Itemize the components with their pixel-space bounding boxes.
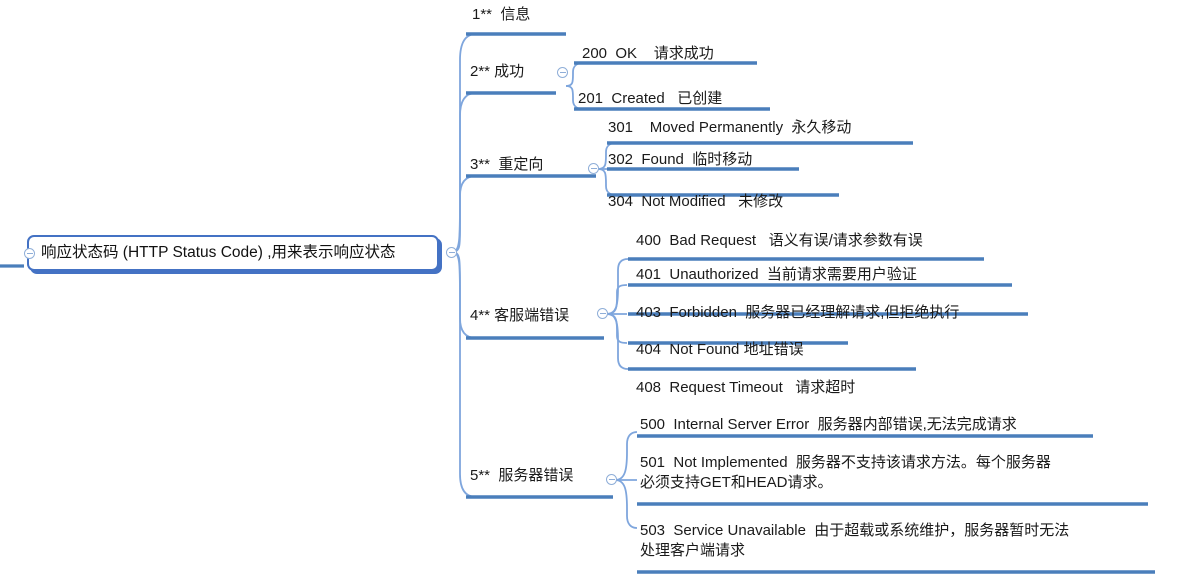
fan-5xx-c [614,479,638,529]
leaf-200[interactable]: 200 OK 请求成功 [582,45,714,62]
branch-label-1xx[interactable]: 1** 信息 [472,6,531,23]
leaf-404[interactable]: 404 Not Found 地址错误 [636,341,804,358]
collapse-toggle-root-right[interactable] [446,247,457,258]
trunk-to-3xx [451,175,477,253]
fan-4xx-d [606,313,628,344]
branch-label-3xx[interactable]: 3** 重定向 [470,156,544,173]
root-node-label: 响应状态码 (HTTP Status Code) ,用来表示响应状态 [41,244,396,262]
fan-2xx-a [565,62,584,87]
leaf-301[interactable]: 301 Moved Permanently 永久移动 [608,119,852,136]
leaf-400[interactable]: 400 Bad Request 语义有误/请求参数有误 [636,232,923,249]
leaf-501[interactable]: 501 Not Implemented 服务器不支持该请求方法。每个服务器 必须… [640,454,1051,491]
leaf-500[interactable]: 500 Internal Server Error 服务器内部错误,无法完成请求 [640,416,1017,433]
collapse-toggle-3xx[interactable] [588,163,599,174]
fan-4xx-e [606,313,629,370]
leaf-304[interactable]: 304 Not Modified 未修改 [608,193,784,210]
collapse-toggle-root-left[interactable] [24,248,35,259]
collapse-toggle-4xx[interactable] [597,308,608,319]
leaf-403[interactable]: 403 Forbidden 服务器已经理解请求,但拒绝执行 [636,304,960,321]
leaf-401[interactable]: 401 Unauthorized 当前请求需要用户验证 [636,266,917,283]
fan-5xx-a [614,431,638,481]
leaf-302[interactable]: 302 Found 临时移动 [608,151,753,168]
branch-label-2xx[interactable]: 2** 成功 [470,63,525,80]
branch-label-4xx[interactable]: 4** 客服端错误 [470,307,570,324]
trunk-to-5xx [451,251,477,498]
root-node[interactable]: 响应状态码 (HTTP Status Code) ,用来表示响应状态 [27,235,439,271]
fan-4xx-a [606,258,629,315]
leaf-408[interactable]: 408 Request Timeout 请求超时 [636,379,856,396]
leaf-201[interactable]: 201 Created 已创建 [578,90,723,107]
collapse-toggle-2xx[interactable] [557,67,568,78]
collapse-toggle-5xx[interactable] [606,474,617,485]
leaf-503[interactable]: 503 Service Unavailable 由于超载或系统维护，服务器暂时无… [640,522,1070,559]
fan-4xx-b [606,284,628,315]
branch-label-5xx[interactable]: 5** 服务器错误 [470,467,574,484]
